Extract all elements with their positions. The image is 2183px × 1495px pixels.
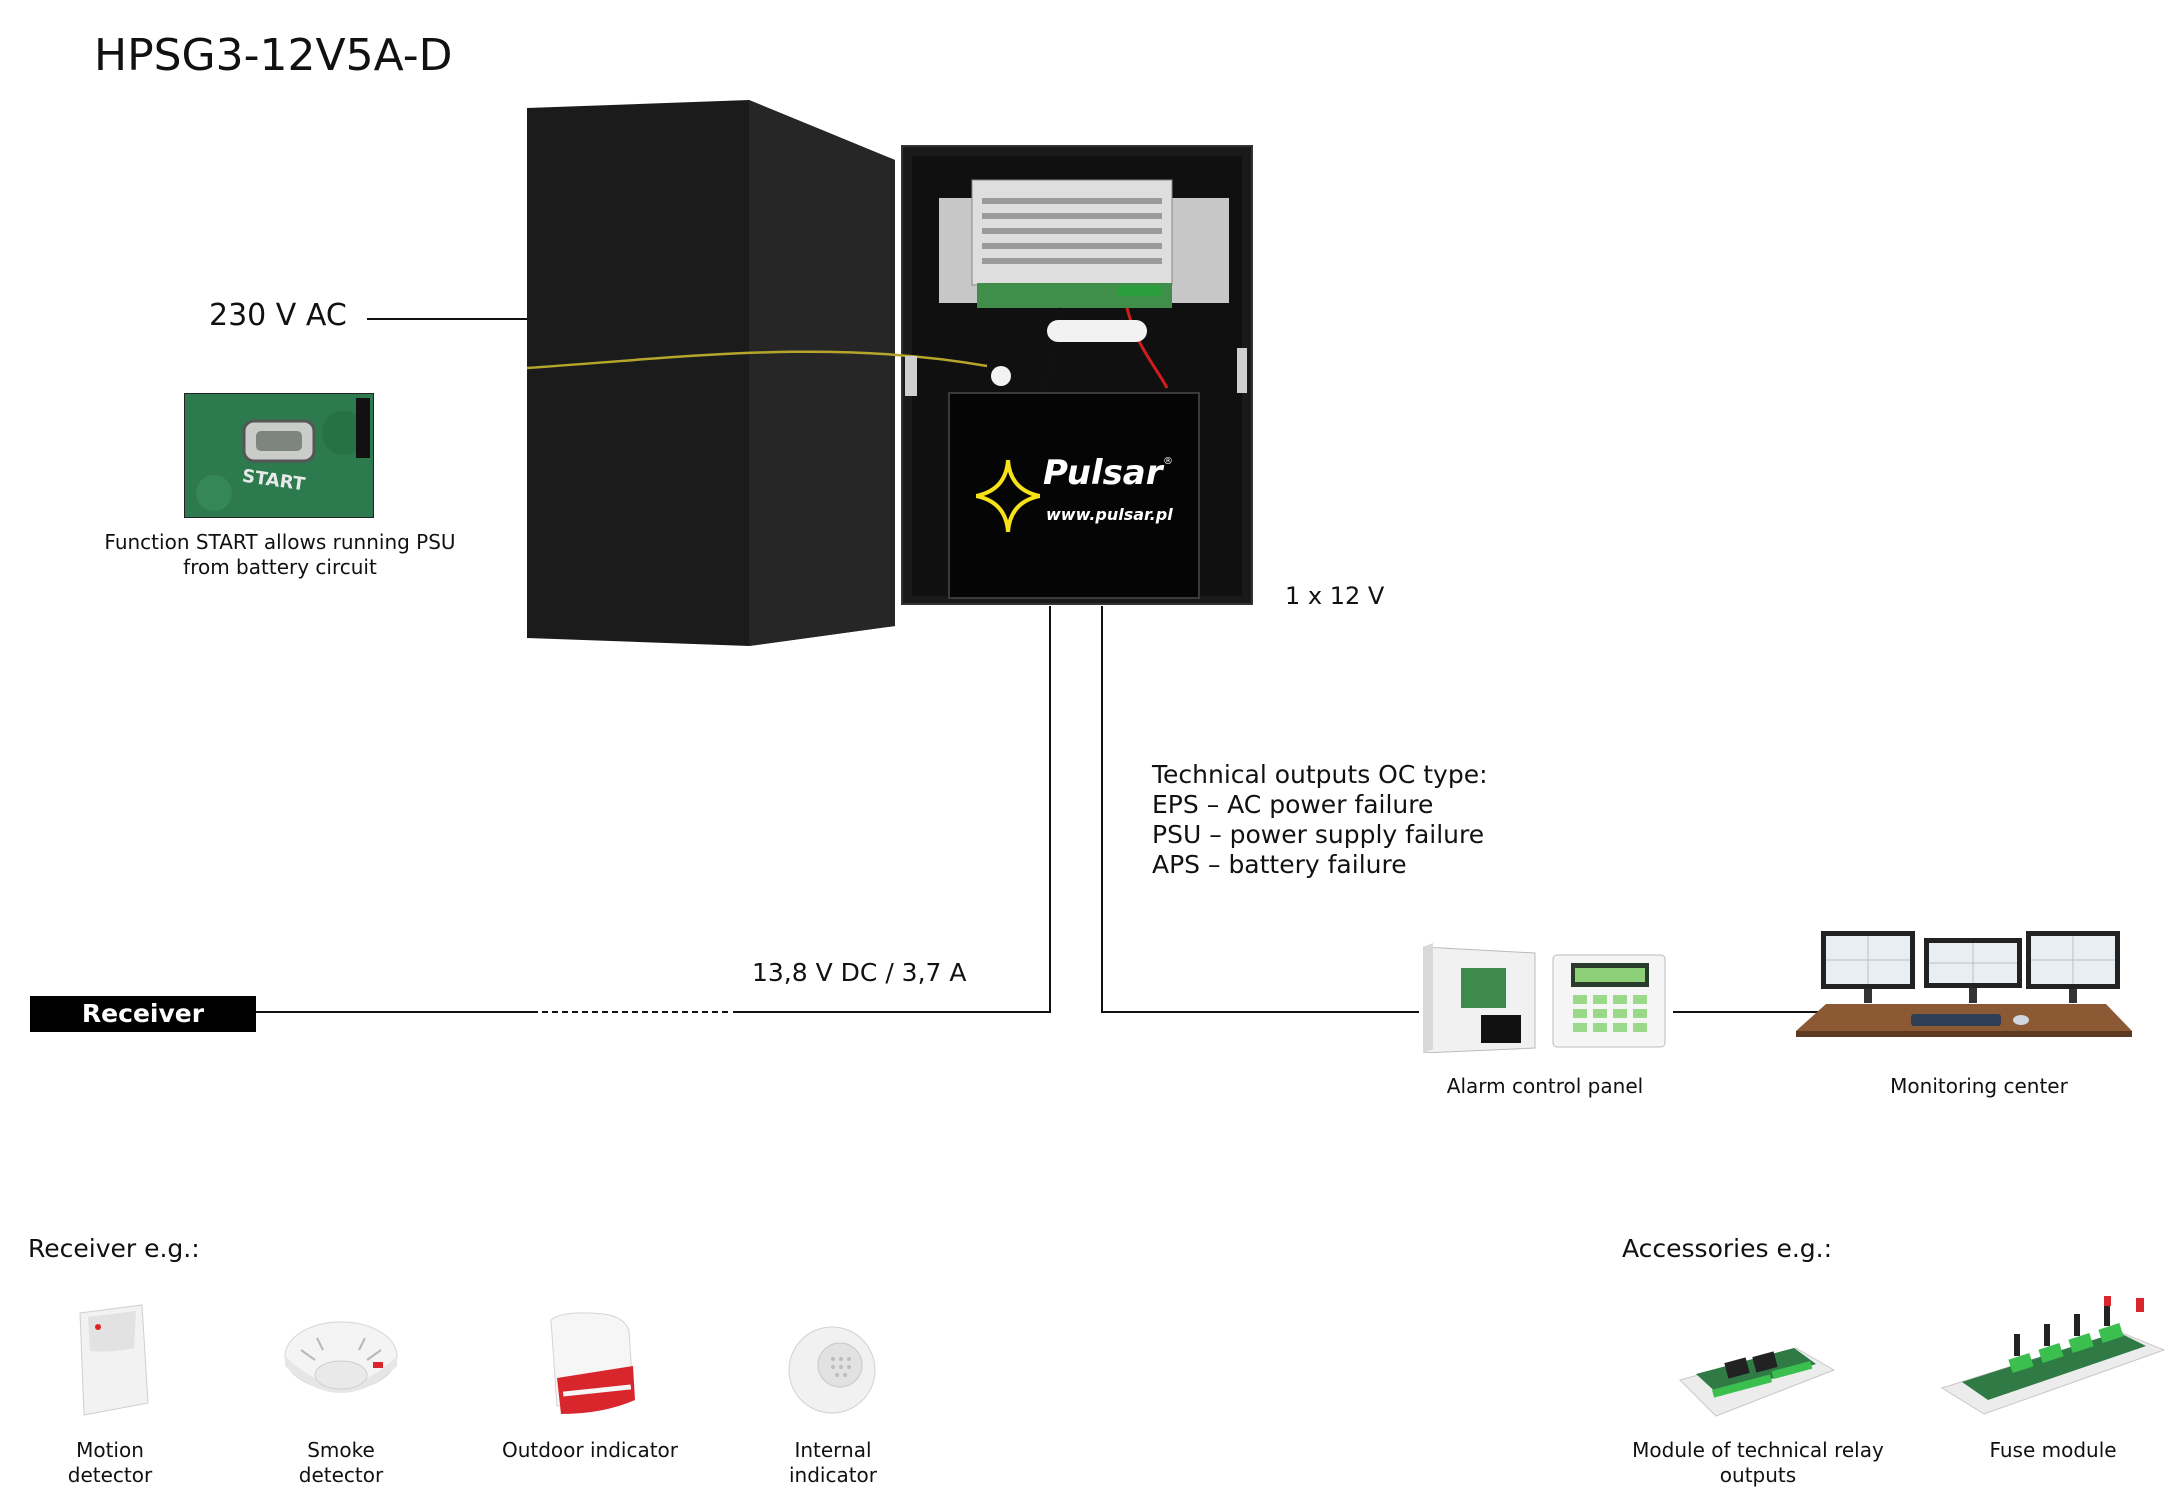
alarm-panel-label: Alarm control panel (1446, 1074, 1644, 1098)
internal-indicator-icon (785, 1325, 879, 1415)
receiver-section-heading: Receiver e.g.: (28, 1234, 200, 1263)
outdoor-indicator-label: Outdoor indicator (501, 1438, 679, 1462)
output-line-technical (1101, 606, 1103, 1012)
technical-outputs-text: Technical outputs OC type: EPS – AC powe… (1152, 760, 1488, 880)
psu-enclosure-icon (526, 98, 1257, 648)
internal-indicator-label-line: Internal (794, 1438, 872, 1462)
output-line-power (1049, 606, 1051, 1012)
smoke-detector-label: Smoke detector (271, 1438, 411, 1488)
accessories-section-heading: Accessories e.g.: (1622, 1234, 1833, 1263)
alarm-control-panel-icon (1422, 943, 1671, 1054)
receiver-line-dashed (542, 1011, 728, 1013)
technical-output-psu: PSU – power supply failure (1152, 820, 1485, 849)
receiver-tag: Receiver (30, 996, 256, 1032)
internal-indicator-label: Internal indicator (763, 1438, 903, 1488)
input-connector-line (367, 318, 529, 320)
relay-module-label: Module of technical relay outputs (1613, 1438, 1903, 1488)
fuse-module-label: Fuse module (1989, 1438, 2117, 1462)
internal-indicator-label-line: indicator (788, 1463, 878, 1487)
fuse-module-icon (1940, 1288, 2166, 1418)
technical-output-line (1101, 1011, 1419, 1013)
receiver-line-left (256, 1011, 538, 1013)
brand-name: Pulsar (1043, 453, 1163, 493)
brand-url: www.pulsar.pl (1046, 505, 1173, 524)
monitoring-center-label: Monitoring center (1890, 1074, 2068, 1098)
relay-module-icon (1676, 1320, 1836, 1420)
start-caption-line: Function START allows running PSU (104, 530, 456, 554)
relay-module-label-line: outputs (1719, 1463, 1797, 1487)
panel-to-monitoring-line (1673, 1011, 1821, 1013)
motion-detector-label-line: detector (67, 1463, 153, 1487)
smoke-detector-label-line: detector (298, 1463, 384, 1487)
relay-module-label-line: Module of technical relay (1632, 1438, 1884, 1462)
brand-registered: ® (1163, 456, 1173, 467)
technical-output-aps: APS – battery failure (1152, 850, 1407, 879)
input-voltage-label: 230 V AC (209, 298, 347, 333)
output-count-label: 1 x 12 V (1285, 582, 1385, 610)
motion-detector-icon (70, 1303, 152, 1418)
start-caption: Function START allows running PSU from b… (100, 530, 460, 580)
start-button-icon (183, 392, 375, 519)
start-caption-line: from battery circuit (183, 555, 377, 579)
motion-detector-label-line: Motion (76, 1438, 144, 1462)
technical-output-eps: EPS – AC power failure (1152, 790, 1434, 819)
smoke-detector-icon (283, 1320, 399, 1406)
outdoor-indicator-icon (543, 1310, 639, 1422)
smoke-detector-label-line: Smoke (307, 1438, 375, 1462)
technical-outputs-heading: Technical outputs OC type: (1152, 760, 1488, 789)
pulsar-logo-icon (975, 459, 1041, 533)
monitoring-center-icon (1796, 926, 2132, 1056)
motion-detector-label: Motion detector (40, 1438, 180, 1488)
output-rating-label: 13,8 V DC / 3,7 A (752, 958, 967, 987)
receiver-line-right (733, 1011, 1051, 1013)
page-title: HPSG3-12V5A-D (94, 30, 453, 81)
